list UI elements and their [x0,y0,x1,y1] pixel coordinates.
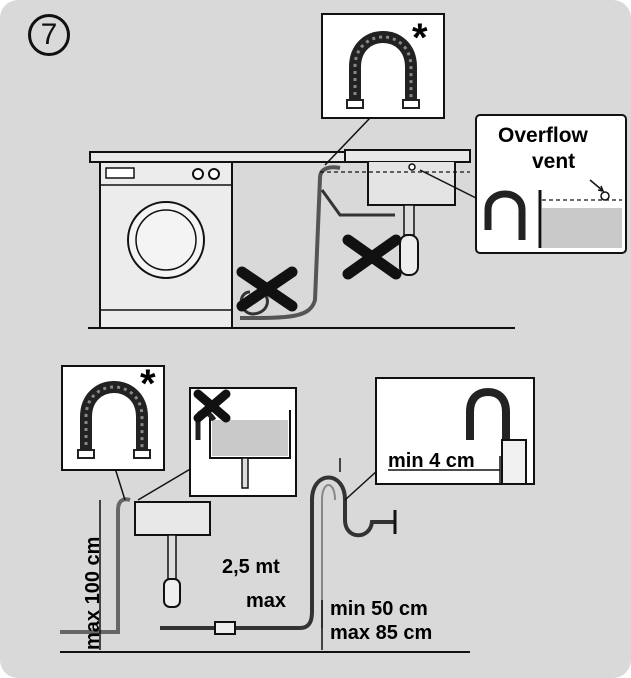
overflow-vent-subtitle: vent [532,150,576,173]
hose-connector [214,621,236,635]
recommended-mark-bottom: * [140,362,156,406]
wrong-sink-callout [137,387,297,501]
min-distance-label: min 4 cm [388,450,475,472]
forbidden-cross-siphon [342,234,402,280]
washing-machine [99,161,233,329]
drain-hose-top [239,165,341,320]
overflow-vent-title: Overflow [498,124,588,147]
sink-bottom [134,501,211,608]
min-height-label: min 50 cm [330,598,428,620]
step-number-badge: 7 [28,14,70,56]
hose-callout-bottom-left [61,365,165,501]
overflow-vent-callout [419,114,627,254]
hose-loop-floor [239,290,269,316]
hose-inner [321,484,336,628]
extension-hose [160,475,347,630]
max-height-siphon-label: max 85 cm [330,622,433,644]
hose-length-max-label: max [246,590,287,612]
min-distance-callout [344,377,535,501]
forbidden-cross-floor [236,266,298,312]
hose-length-label: 2,5 mt [222,556,280,578]
siphon [339,458,397,538]
sink-top [320,149,471,276]
bent-pipe [320,189,395,217]
drain-hose-bottom [60,497,131,634]
hose-callout-top [321,13,445,166]
recommended-mark-top: * [412,16,428,60]
max-height-label: max 100 cm [82,536,104,650]
